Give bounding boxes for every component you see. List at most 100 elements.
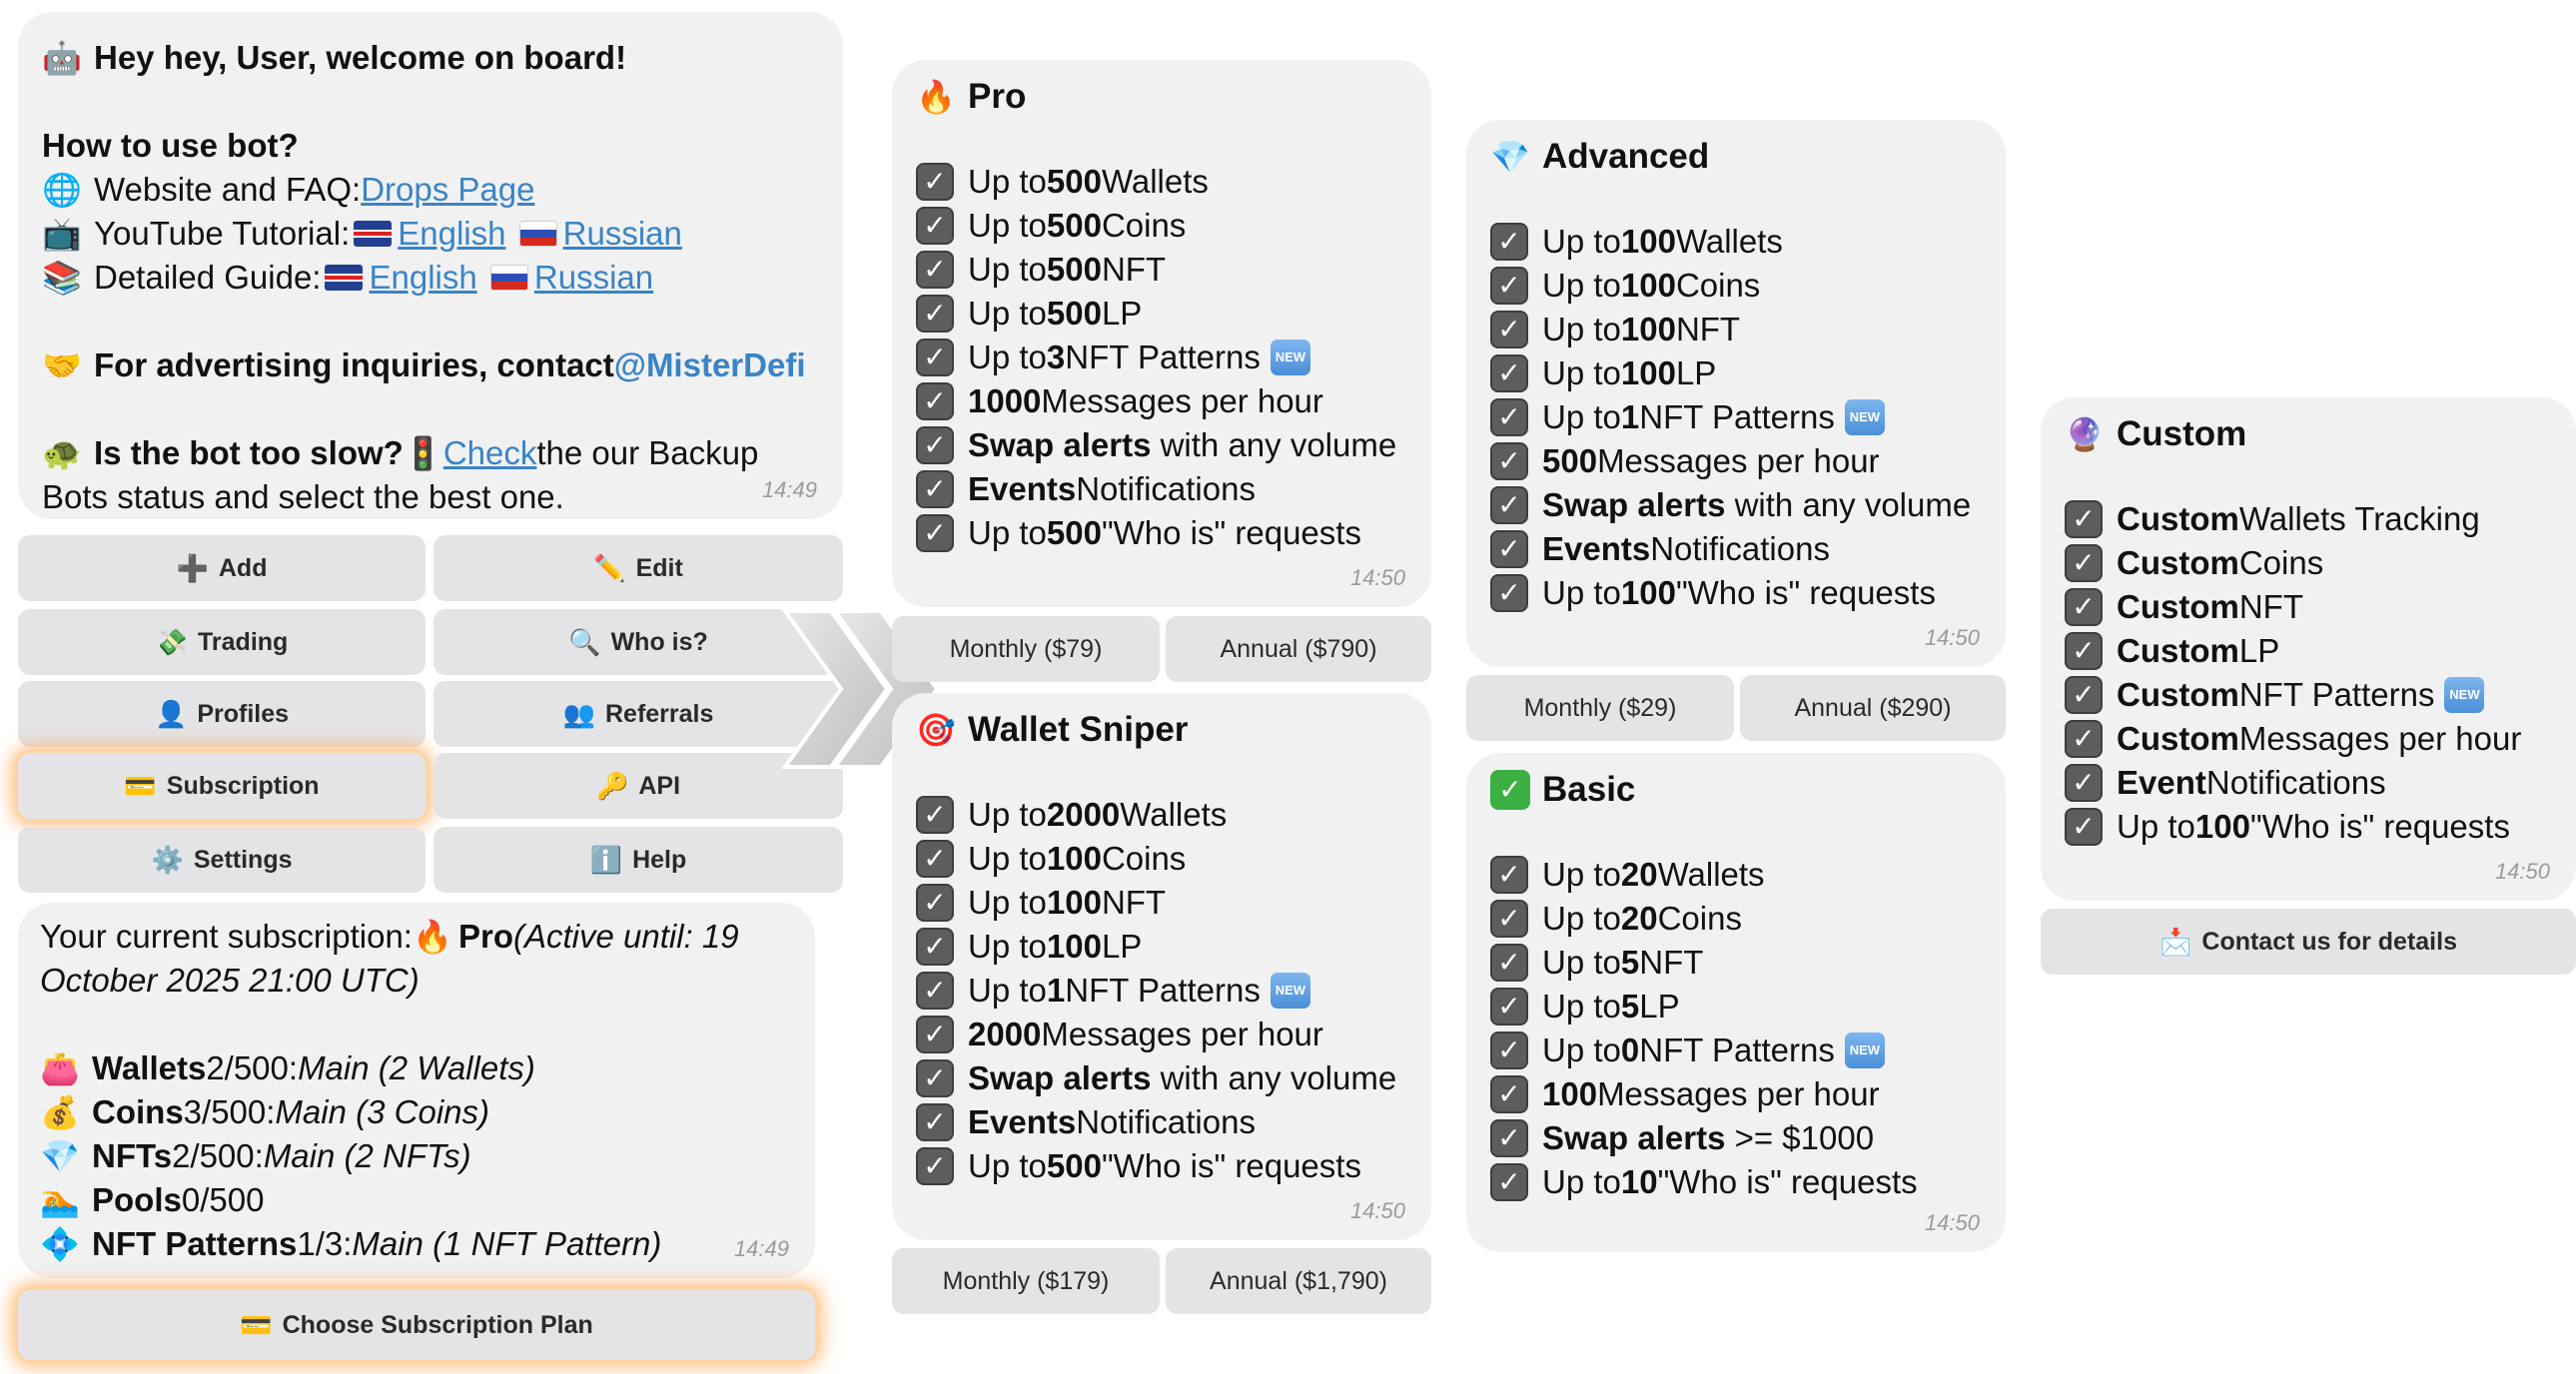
messages-text: Messages per hour (2238, 720, 2522, 757)
help-button[interactable]: ℹ️Help (433, 827, 843, 893)
up-to-text: Up to (1542, 988, 1621, 1025)
check-link[interactable]: Check (442, 434, 537, 471)
active-until-2: October 2025 21:00 UTC) (40, 962, 420, 999)
swap-volume: with any volume (1734, 486, 1972, 523)
up-to-text: Up to (968, 514, 1047, 551)
check-icon: ✓ (1490, 311, 1528, 348)
whois-text: "Who is" requests (1657, 1163, 1918, 1200)
annual-label: Annual ($290) (1794, 693, 1952, 722)
api-button[interactable]: 🔑API (433, 753, 843, 819)
new-badge-icon: NEW (1270, 340, 1310, 375)
patterns-limit: 1 (1046, 972, 1066, 1009)
contact-us-button[interactable]: 📩Contact us for details (2041, 909, 2576, 975)
wallets-text: Wallets (1101, 163, 1209, 200)
uk-flag-icon (325, 265, 364, 291)
swap-alerts-text: Swap alerts (1542, 486, 1726, 523)
message-time: 14:50 (1924, 625, 1980, 650)
advanced-monthly-button[interactable]: Monthly ($29) (1466, 675, 1734, 741)
welcome-message: 🤖Hey hey, User, welcome on board! How to… (18, 12, 843, 519)
check-icon: ✓ (1490, 442, 1528, 480)
whois-button[interactable]: 🔍Who is? (433, 609, 843, 675)
events-text: Events (1542, 530, 1651, 567)
choose-subscription-plan-button[interactable]: 💳Choose Subscription Plan (18, 1290, 815, 1360)
nft-text: NFT (1101, 884, 1167, 921)
coins-text: Coins (1101, 207, 1187, 244)
money-icon: 💸 (155, 626, 189, 657)
check-icon: ✓ (1490, 900, 1528, 938)
up-to-text: Up to (1542, 223, 1621, 260)
whois-limit: 100 (1620, 574, 1676, 611)
patterns-detail: Main (1 NFT Pattern) (352, 1225, 662, 1262)
credit-card-icon: 💳 (124, 770, 157, 801)
wallets-text: Wallets (1657, 856, 1765, 893)
sniper-annual-button[interactable]: Annual ($1,790) (1166, 1248, 1431, 1314)
events-text: Events (968, 470, 1077, 507)
nft-text: NFT (2238, 588, 2303, 625)
messages-text: Messages per hour (1597, 1075, 1880, 1112)
uk-flag-icon (354, 221, 393, 247)
traffic-light-icon: 🚦 (403, 435, 443, 471)
youtube-label: YouTube Tutorial: (94, 215, 351, 252)
settings-button[interactable]: ⚙️Settings (18, 827, 426, 893)
swap-alerts-text: Swap alerts (968, 1059, 1152, 1096)
custom-word: Custom (2117, 500, 2239, 537)
active-until-1: (Active until: 19 (513, 918, 739, 955)
mister-defi-mention[interactable]: @MisterDefi (613, 346, 806, 383)
wallets-limit: 500 (1046, 163, 1102, 200)
check-icon: ✓ (1490, 944, 1528, 982)
plan-advanced-card: 💎Advanced ✓Up to 100 Wallets ✓Up to 100 … (1466, 120, 2006, 667)
messages-limit: 500 (1542, 442, 1598, 479)
up-to-text: Up to (968, 339, 1047, 375)
check-icon: ✓ (1490, 223, 1528, 261)
edit-button[interactable]: ✏️Edit (433, 535, 843, 601)
check-icon: ✓ (916, 1147, 954, 1185)
check-icon: ✓ (2065, 500, 2103, 538)
pro-annual-button[interactable]: Annual ($790) (1166, 616, 1431, 682)
check-icon: ✓ (1490, 856, 1528, 894)
lp-limit: 100 (1620, 354, 1676, 391)
check-icon: ✓ (916, 207, 954, 245)
trading-button[interactable]: 💸Trading (18, 609, 426, 675)
current-sub-label: Your current subscription: (40, 918, 413, 955)
tv-icon: 📺 (42, 216, 82, 252)
guide-russian-link[interactable]: Russian (533, 259, 654, 296)
guide-english-link[interactable]: English (369, 259, 477, 296)
whois-limit: 500 (1046, 514, 1102, 551)
add-button[interactable]: ➕Add (18, 535, 426, 601)
swap-volume: with any volume (1160, 426, 1397, 463)
plan-custom-card: 🔮Custom ✓Custom Wallets Tracking ✓Custom… (2041, 397, 2576, 901)
pro-monthly-button[interactable]: Monthly ($79) (892, 616, 1160, 682)
patterns-label: NFT Patterns (92, 1225, 298, 1262)
wallets-limit: 20 (1620, 856, 1658, 893)
check-icon: ✓ (1490, 267, 1528, 305)
gem-icon: 💎 (40, 1138, 80, 1174)
check-icon: ✓ (916, 1016, 954, 1053)
new-badge-icon: NEW (1844, 399, 1885, 435)
check-icon: ✓ (916, 339, 954, 376)
up-to-text: Up to (1542, 1031, 1621, 1068)
up-to-text: Up to (1542, 944, 1621, 981)
profiles-button[interactable]: 👤Profiles (18, 681, 426, 747)
nfts-detail: Main (2 NFTs) (263, 1137, 471, 1174)
up-to-text: Up to (968, 928, 1047, 965)
check-icon: ✓ (2065, 720, 2103, 758)
youtube-english-link[interactable]: English (398, 215, 506, 252)
up-to-text: Up to (1542, 574, 1621, 611)
patterns-text: NFT Patterns (1639, 398, 1835, 435)
sniper-monthly-button[interactable]: Monthly ($179) (892, 1248, 1160, 1314)
lp-text: LP (1639, 988, 1680, 1025)
custom-word: Custom (2117, 632, 2239, 669)
message-time: 14:50 (2494, 859, 2550, 884)
drops-page-link[interactable]: Drops Page (361, 171, 535, 208)
referrals-button[interactable]: 👥Referrals (433, 681, 843, 747)
youtube-russian-link[interactable]: Russian (562, 215, 682, 252)
advanced-annual-button[interactable]: Annual ($290) (1740, 675, 2006, 741)
subscription-button[interactable]: 💳Subscription (18, 753, 426, 819)
patterns-limit: 3 (1046, 339, 1066, 375)
plan-title: Custom (2117, 414, 2247, 453)
check-icon: ✓ (2065, 632, 2103, 670)
wallets-label: Wallets (92, 1049, 207, 1086)
notifications-text: Notifications (1076, 1103, 1256, 1140)
coins-detail: Main (3 Coins) (275, 1093, 489, 1130)
swap-alerts-text: Swap alerts (968, 426, 1152, 463)
